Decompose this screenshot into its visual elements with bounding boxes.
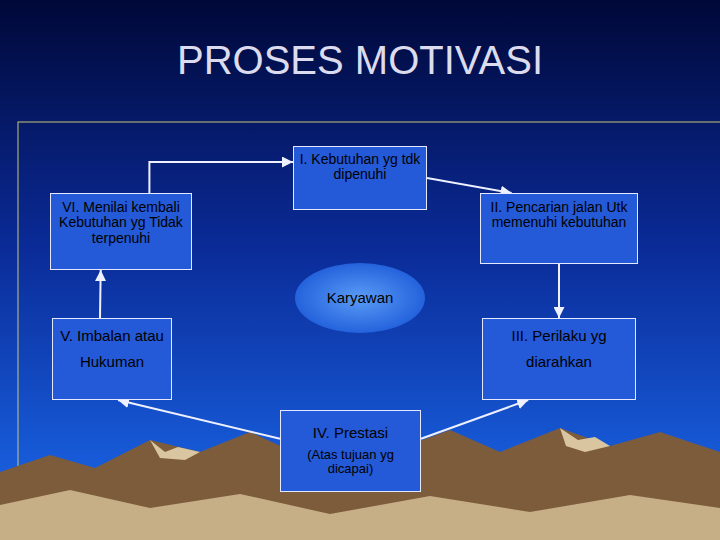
- arrow-connector: [421, 400, 528, 439]
- node-label: II. Pencarian jalan Utk memenuhi kebutuh…: [485, 200, 633, 231]
- node-label: IV. Prestasi: [313, 425, 388, 442]
- foothills: [0, 490, 720, 540]
- node-label: V. Imbalan atau Hukuman: [57, 323, 167, 374]
- node-label: III. Perilaku yg diarahkan: [487, 323, 631, 374]
- need-box: I. Kebutuhan yg tdk dipenuhi: [293, 146, 427, 210]
- behavior-box: III. Perilaku yg diarahkan: [482, 318, 636, 400]
- arrow-connector: [118, 400, 280, 439]
- search-box: II. Pencarian jalan Utk memenuhi kebutuh…: [480, 193, 638, 264]
- arrow-connector: [558, 264, 560, 318]
- mountain-highlight: [560, 428, 610, 452]
- mountain-highlight: [150, 440, 200, 460]
- reward-box: V. Imbalan atau Hukuman: [52, 318, 172, 400]
- node-label: I. Kebutuhan yg tdk dipenuhi: [299, 152, 421, 183]
- employee-ellipse: Karyawan: [294, 262, 426, 334]
- arrow-connector: [99, 270, 102, 318]
- node-label: Karyawan: [327, 290, 394, 307]
- arrow-connector: [427, 178, 512, 193]
- performance-box: IV. Prestasi (Atas tujuan yg dicapai): [280, 410, 421, 492]
- node-label: VI. Menilai kembali Kebutuhan yg Tidak t…: [55, 200, 187, 246]
- reassess-box: VI. Menilai kembali Kebutuhan yg Tidak t…: [50, 193, 192, 270]
- node-body: (Atas tujuan yg dicapai): [285, 448, 416, 477]
- arrow-connector: [149, 162, 293, 193]
- slide-title: PROSES MOTIVASI: [0, 36, 720, 84]
- ellipse-fill: [295, 263, 425, 333]
